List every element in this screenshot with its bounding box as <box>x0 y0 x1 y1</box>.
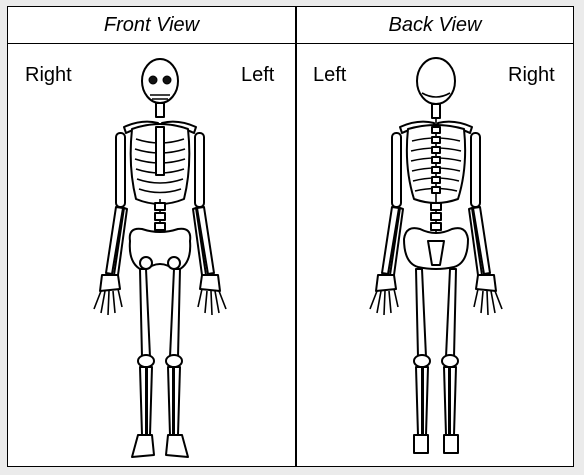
skeleton-chart: Front View Back View Right Left Left Rig… <box>7 6 574 467</box>
front-left-label: Left <box>241 64 274 87</box>
panel-divider <box>295 7 297 466</box>
front-view-title: Front View <box>8 7 295 44</box>
back-left-label: Left <box>313 64 346 87</box>
back-skeleton-figure <box>356 57 516 462</box>
back-view-title: Back View <box>297 7 573 44</box>
front-right-label: Right <box>25 64 72 87</box>
front-skeleton-figure <box>80 57 240 462</box>
